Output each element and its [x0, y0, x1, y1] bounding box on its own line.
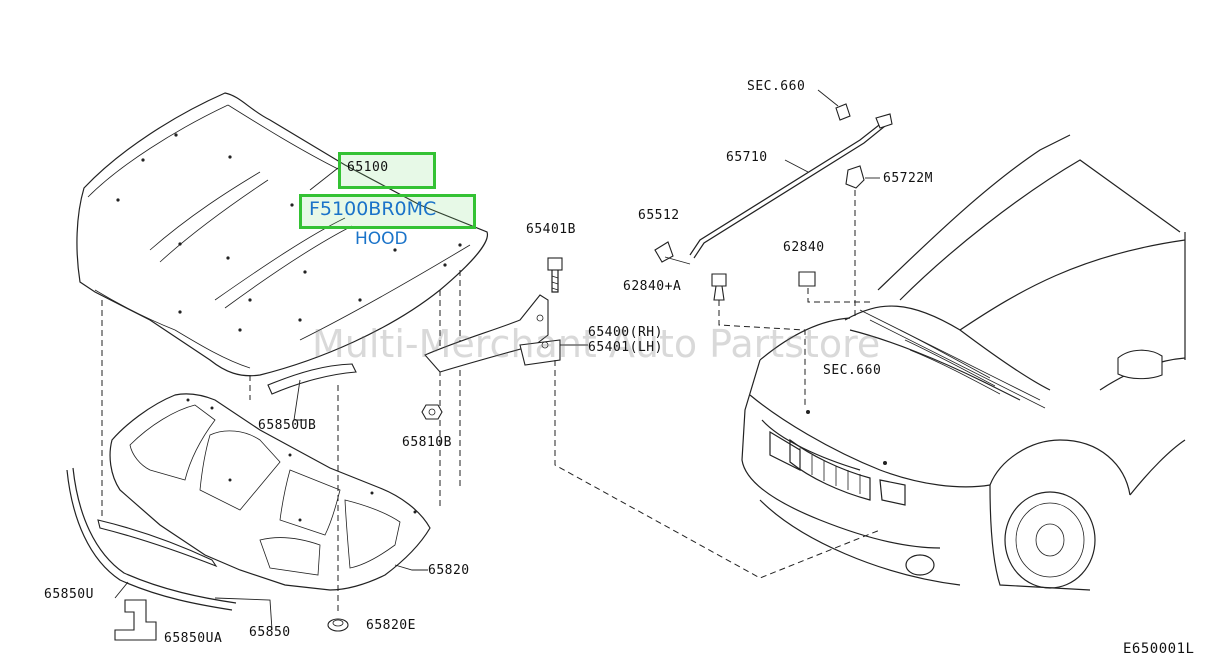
nut-65810b — [421, 404, 443, 420]
bumper-62840a — [711, 273, 727, 301]
bumper-62840 — [798, 271, 816, 287]
part-code-text: F5100BR0MC — [309, 198, 437, 220]
grommet-65820e — [327, 618, 349, 632]
label-sec660-car[interactable]: SEC.660 — [823, 363, 882, 378]
label-65850ua[interactable]: 65850UA — [164, 631, 223, 646]
label-65850ub[interactable]: 65850UB — [258, 418, 317, 433]
front-seal-strips — [66, 467, 273, 641]
bolt-65401b — [547, 257, 563, 293]
label-65820e[interactable]: 65820E — [366, 618, 416, 633]
label-65400[interactable]: 65400(RH) — [588, 325, 663, 340]
label-sec660-top[interactable]: SEC.660 — [747, 79, 806, 94]
seal-65850ub — [267, 363, 357, 421]
label-62840a[interactable]: 62840+A — [623, 279, 682, 294]
label-65710[interactable]: 65710 — [726, 150, 768, 165]
label-65820[interactable]: 65820 — [428, 563, 470, 578]
holder-65722m — [845, 165, 880, 189]
part-code-highlight[interactable] — [299, 194, 476, 229]
hood-prop-rod — [689, 113, 893, 259]
label-65401[interactable]: 65401(LH) — [588, 340, 663, 355]
label-62840[interactable]: 62840 — [783, 240, 825, 255]
label-65810b[interactable]: 65810B — [402, 435, 452, 450]
label-65100: 65100 — [347, 160, 389, 175]
vehicle-outline — [741, 134, 1186, 591]
part-number-highlight[interactable] — [338, 152, 436, 189]
hood-hinge — [424, 294, 588, 373]
label-65722m[interactable]: 65722M — [883, 171, 933, 186]
diagram-code: E650001L — [1123, 641, 1195, 657]
part-name-text: HOOD — [355, 229, 408, 249]
hood-insulator — [109, 393, 431, 591]
clip-65512 — [654, 241, 691, 265]
watermark: Multi-Merchant Auto Partstore — [312, 322, 881, 366]
clip-sec660 — [817, 89, 851, 121]
label-65512[interactable]: 65512 — [638, 208, 680, 223]
label-65850[interactable]: 65850 — [249, 625, 291, 640]
label-65401b[interactable]: 65401B — [526, 222, 576, 237]
label-65850u[interactable]: 65850U — [44, 587, 94, 602]
